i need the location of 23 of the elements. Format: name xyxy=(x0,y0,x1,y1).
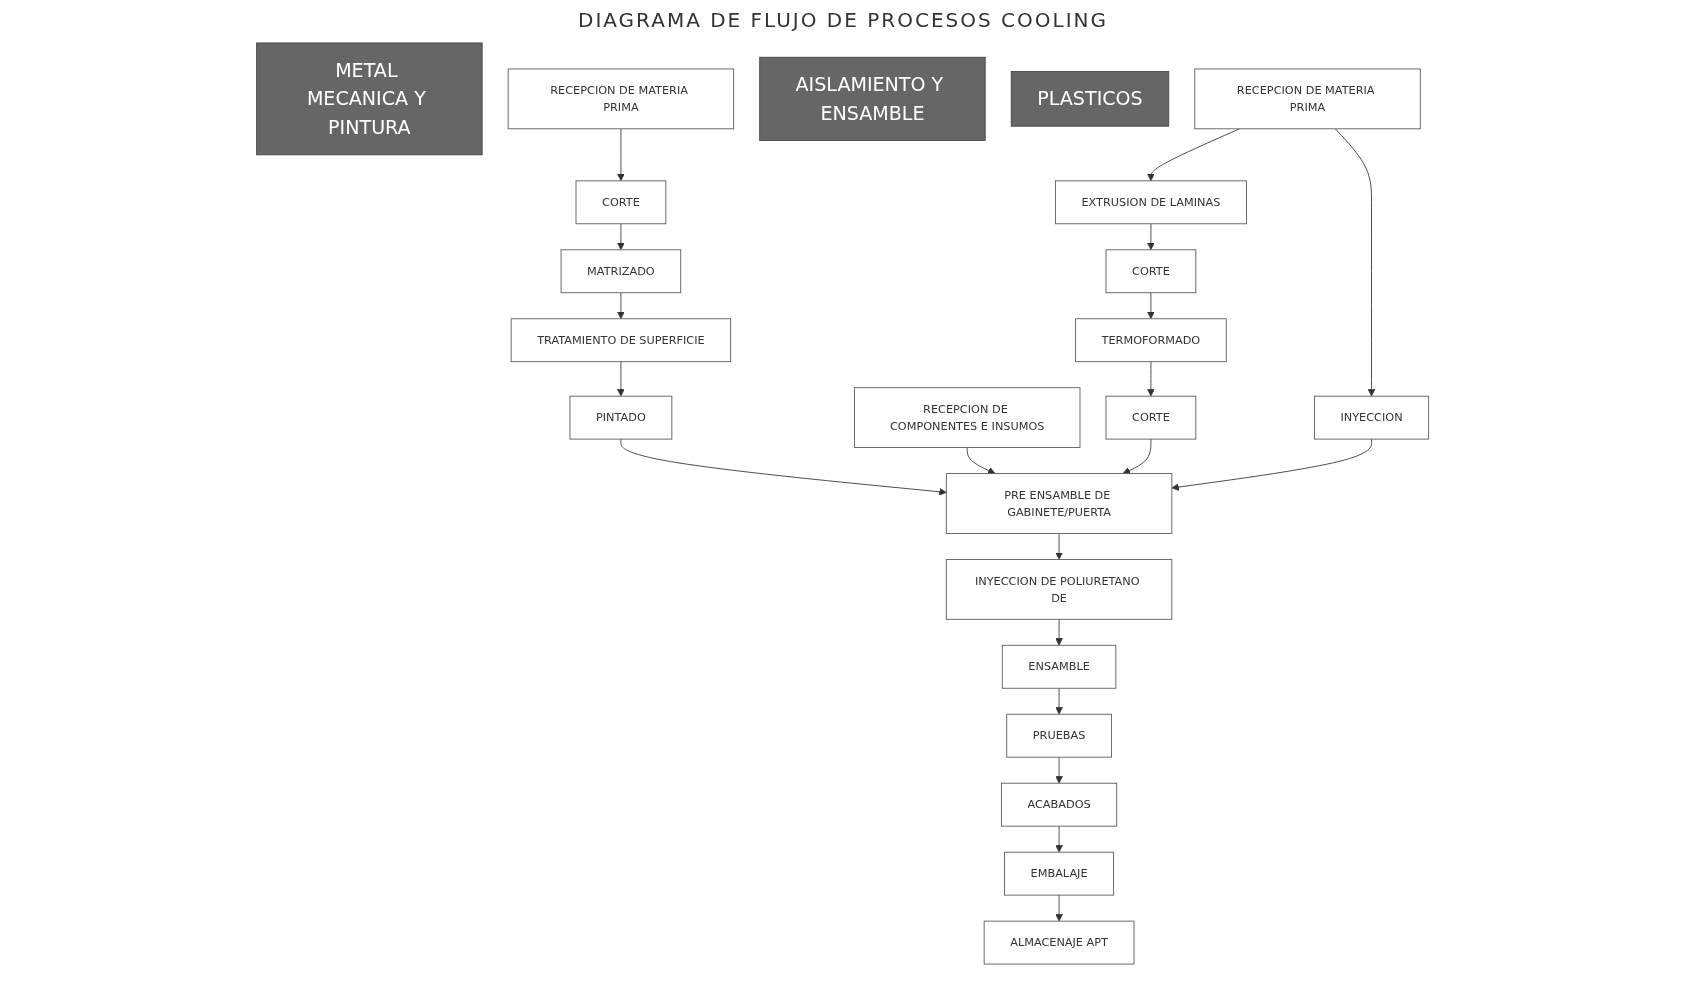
node-box: PRUEBAS xyxy=(1006,713,1113,758)
node-box: CORTE xyxy=(1105,249,1197,294)
node-box: RECEPCION DE MATERIA PRIMA xyxy=(1194,68,1422,130)
node-box: ENSAMBLE xyxy=(1002,644,1117,689)
node-box: INYECCION xyxy=(1314,395,1430,440)
node-box: CORTE xyxy=(575,180,667,225)
diagram-title: DIAGRAMA DE FLUJO DE PROCESOS COOLING xyxy=(577,8,1109,32)
node-box: PRE ENSAMBLE DE GABINETE/PUERTA xyxy=(946,473,1173,534)
node-box: CORTE xyxy=(1105,395,1197,440)
node-box: PLASTICOS xyxy=(1011,71,1170,127)
node-box: PINTADO xyxy=(569,395,673,440)
node-box: MATRIZADO xyxy=(561,249,682,294)
node-box: AISLAMIENTO Y ENSAMBLE xyxy=(759,56,986,141)
node-box: ALMACENAJE APT xyxy=(984,920,1135,965)
node-box: TRATAMIENTO DE SUPERFICIE xyxy=(511,318,732,363)
node-box: RECEPCION DE COMPONENTES E INSUMOS xyxy=(854,387,1081,448)
node-box: INYECCION DE POLIURETANO DE xyxy=(946,559,1173,620)
node-box: TERMOFORMADO xyxy=(1075,318,1228,363)
node-box: EXTRUSION DE LAMINAS xyxy=(1055,180,1248,225)
node-box: EMBALAJE xyxy=(1004,851,1115,896)
node-box: METAL MECANICA Y PINTURA xyxy=(256,42,483,156)
node-box: ACABADOS xyxy=(1001,782,1118,827)
node-box: RECEPCION DE MATERIA PRIMA xyxy=(508,68,735,130)
